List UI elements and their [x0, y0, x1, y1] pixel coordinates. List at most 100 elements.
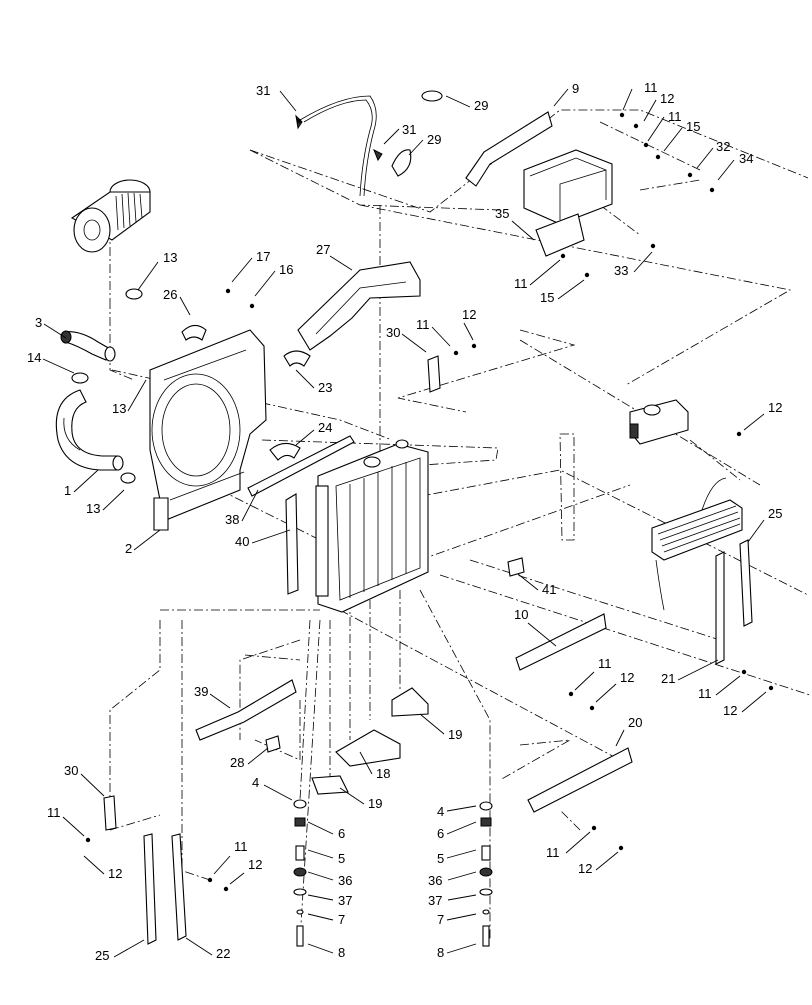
- callout-label: 18: [376, 766, 390, 781]
- leader-line: [102, 489, 125, 511]
- callout-label: 32: [716, 139, 730, 154]
- leader-line: [295, 429, 315, 446]
- callout-label: 29: [427, 132, 441, 147]
- leader-line: [615, 729, 625, 747]
- fastener-dot: [249, 303, 255, 309]
- callout-label: 12: [248, 857, 262, 872]
- callout-label: 26: [163, 287, 177, 302]
- callout-label: 7: [437, 912, 444, 927]
- leader-line: [553, 88, 569, 107]
- callout-label: 3: [35, 315, 42, 330]
- callout-label: 38: [225, 512, 239, 527]
- callout-label: 12: [462, 307, 476, 322]
- leader-line: [529, 259, 561, 286]
- part-reservoir-hose: [295, 90, 443, 197]
- leader-line: [431, 326, 451, 347]
- leader-line: [419, 713, 445, 735]
- fastener-dot: [453, 350, 459, 356]
- callout-c6a: 6: [307, 821, 345, 841]
- callout-c23: 23: [295, 369, 332, 395]
- callout-c35: 35: [495, 206, 535, 241]
- callout-label: 34: [739, 151, 753, 166]
- leader-line: [241, 489, 259, 522]
- part-seal-25b: [143, 833, 157, 945]
- callout-c20: 20: [615, 715, 642, 747]
- callout-c21: 21: [661, 659, 719, 686]
- callout-label: 2: [125, 541, 132, 556]
- callout-label: 11: [546, 845, 560, 860]
- callout-c29b: 29: [408, 132, 441, 156]
- callout-label: 6: [437, 826, 444, 841]
- callout-c7b: 7: [437, 912, 477, 927]
- callout-c36a: 36: [307, 871, 352, 888]
- callout-label: 12: [660, 91, 674, 106]
- callout-c29a: 29: [445, 95, 488, 113]
- fastener-dot: [296, 118, 302, 124]
- leader-line: [80, 773, 105, 797]
- leader-line: [307, 913, 334, 921]
- callout-c9: 9: [553, 81, 579, 107]
- leader-line: [83, 855, 105, 875]
- leader-line: [408, 139, 424, 156]
- callout-c38: 38: [225, 489, 259, 527]
- callout-label: 17: [256, 249, 270, 264]
- callout-label: 12: [723, 703, 737, 718]
- leader-line: [446, 943, 477, 954]
- leader-line: [133, 529, 161, 551]
- leader-line: [717, 159, 735, 181]
- leader-line: [743, 413, 765, 431]
- fastener-dot: [687, 172, 693, 178]
- leader-line: [307, 871, 334, 881]
- callout-label: 10: [514, 607, 528, 622]
- callout-label: 19: [368, 796, 382, 811]
- callout-label: 12: [768, 400, 782, 415]
- callout-label: 30: [64, 763, 78, 778]
- leader-line: [42, 358, 75, 374]
- callout-label: 11: [514, 276, 528, 291]
- leader-line: [137, 261, 159, 291]
- callout-label: 11: [668, 109, 682, 124]
- leader-line: [447, 894, 477, 901]
- callout-label: 8: [338, 945, 345, 960]
- callout-label: 11: [698, 686, 712, 701]
- leader-line: [511, 220, 535, 241]
- callout-label: 21: [661, 671, 675, 686]
- part-ghost-strip: [559, 433, 575, 541]
- callout-label: 7: [338, 912, 345, 927]
- fastener-dot: [643, 142, 649, 148]
- callout-c4b: 4: [437, 804, 477, 819]
- part-mount-30-upper: [427, 355, 441, 393]
- callout-label: 4: [437, 804, 444, 819]
- callout-label: 13: [86, 501, 100, 516]
- callout-label: 25: [95, 948, 109, 963]
- fastener-dot: [223, 886, 229, 892]
- callout-c12a: 12: [633, 91, 674, 129]
- leader-line: [295, 369, 315, 389]
- callout-c32: 32: [687, 139, 730, 178]
- callout-label: 14: [27, 350, 41, 365]
- leader-line: [445, 95, 471, 108]
- callout-label: 12: [620, 670, 634, 685]
- callout-c13b: 13: [112, 379, 147, 416]
- callout-c1: 1: [64, 469, 99, 498]
- callout-c8a: 8: [307, 943, 345, 960]
- leader-line: [633, 251, 653, 273]
- callout-label: 15: [686, 119, 700, 134]
- callout-c25a: 25: [747, 506, 782, 543]
- callout-label: 5: [338, 851, 345, 866]
- callout-c27: 27: [316, 242, 353, 271]
- leader-line: [595, 683, 617, 703]
- leader-line: [557, 279, 585, 300]
- callout-label: 11: [644, 80, 658, 95]
- callout-label: 22: [216, 946, 230, 961]
- callout-c24: 24: [295, 420, 332, 446]
- callout-label: 35: [495, 206, 509, 221]
- callout-c2: 2: [125, 529, 161, 556]
- leader-line: [209, 693, 231, 709]
- callout-label: 4: [252, 775, 259, 790]
- callout-c10: 10: [514, 607, 557, 647]
- callout-label: 20: [628, 715, 642, 730]
- fastener-dot: [633, 123, 639, 129]
- callout-c12h: 12: [578, 845, 624, 876]
